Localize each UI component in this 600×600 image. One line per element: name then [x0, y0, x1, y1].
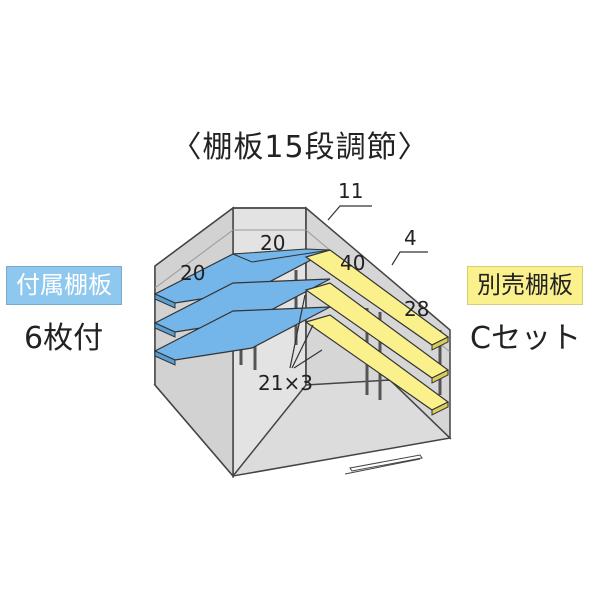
- dimension-20-left: 20: [180, 261, 205, 285]
- optional-shelves-count: Cセット: [470, 321, 581, 356]
- leader-11: [327, 205, 372, 221]
- diagram-title: 〈棚板15段調節〉: [171, 130, 429, 165]
- leader-21x3-c: [293, 349, 323, 369]
- leader-21x3-b: [291, 324, 314, 369]
- dimension-4: 4: [404, 226, 417, 250]
- door-sill: [349, 454, 423, 472]
- included-shelves-badge: 付属棚板: [6, 266, 122, 305]
- dimension-28: 28: [404, 297, 429, 321]
- dimension-40: 40: [340, 251, 365, 275]
- included-shelves-count: 6枚付: [24, 321, 104, 356]
- dimension-11: 11: [338, 179, 363, 203]
- leader-21x3-a: [289, 294, 306, 369]
- optional-shelves-badge: 別売棚板: [467, 266, 583, 305]
- leader-4: [391, 251, 428, 266]
- dimension-21x3: 21×3: [258, 371, 313, 395]
- dimension-20-right: 20: [260, 231, 285, 255]
